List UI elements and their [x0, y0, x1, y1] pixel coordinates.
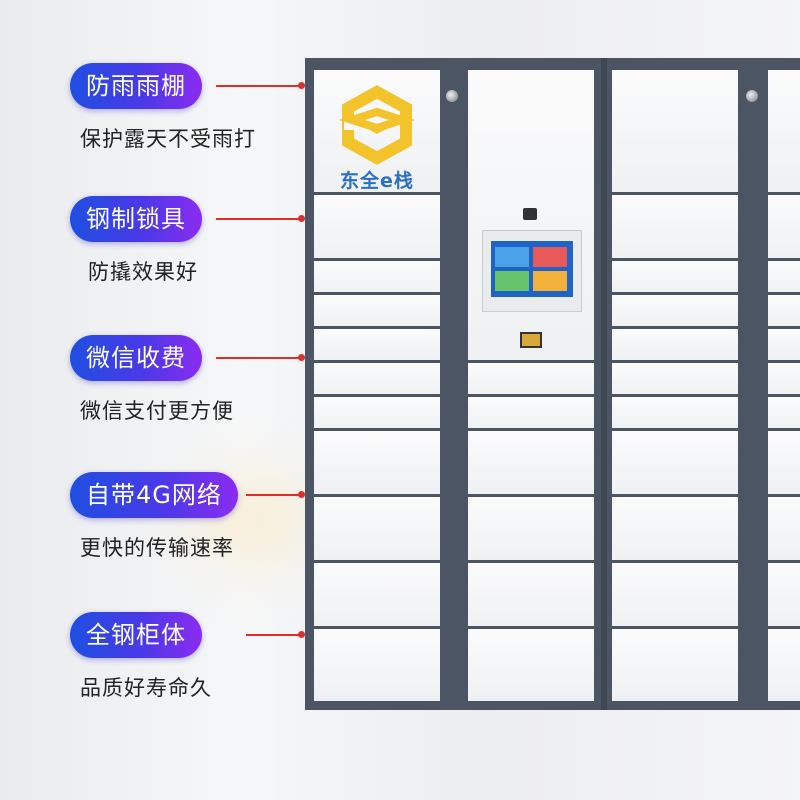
touchscreen-frame [482, 230, 582, 312]
locker-door [768, 192, 800, 261]
touchscreen[interactable] [491, 241, 573, 297]
feature-subtitle: 品质好寿命久 [80, 676, 212, 700]
feature-title-pill: 自带4G网络 [70, 472, 238, 518]
locker-door [612, 292, 738, 329]
locker-column-right [612, 70, 738, 701]
connector-dot [298, 354, 305, 361]
locker-column-edge [768, 70, 800, 701]
card-reader-icon [520, 332, 542, 348]
connector-line [216, 218, 300, 220]
feature-title-pill: 钢制锁具 [70, 196, 202, 242]
locker-door [314, 394, 440, 431]
lock-icon [446, 90, 458, 102]
brand-logo-icon [338, 85, 416, 165]
connector-line [246, 494, 300, 496]
locker-door [768, 360, 800, 397]
logo-panel: 东全e栈 [314, 70, 440, 192]
locker-door [468, 560, 594, 629]
locker-door [314, 258, 440, 295]
control-panel [468, 70, 594, 360]
locker-door [612, 360, 738, 397]
locker-door [612, 70, 738, 192]
locker-door [314, 626, 440, 701]
locker-door [314, 326, 440, 363]
screen-tile [533, 247, 567, 267]
locker-door [314, 560, 440, 629]
locker-door [314, 360, 440, 397]
screen-tile [495, 247, 529, 267]
connector-dot [298, 631, 305, 638]
locker-door [768, 258, 800, 295]
locker-door [468, 626, 594, 701]
locker-door [768, 292, 800, 329]
locker-door [768, 560, 800, 629]
camera-icon [523, 208, 537, 220]
locker-door [612, 428, 738, 497]
locker-door [468, 428, 594, 497]
locker-column-control [468, 70, 594, 701]
locker-door [612, 494, 738, 563]
lock-icon [746, 90, 758, 102]
connector-line [216, 357, 300, 359]
feature-subtitle: 更快的传输速率 [80, 536, 234, 560]
connector-line [216, 85, 300, 87]
feature-subtitle: 微信支付更方便 [80, 399, 234, 423]
brand-name: 东全e栈 [340, 170, 414, 192]
locker-door [468, 494, 594, 563]
locker-door [468, 394, 594, 431]
locker-door [768, 494, 800, 563]
locker-door [612, 394, 738, 431]
connector-dot [298, 82, 305, 89]
feature-title-pill: 微信收费 [70, 335, 202, 381]
locker-door [612, 326, 738, 363]
screen-tile [495, 271, 529, 291]
locker-door [314, 428, 440, 497]
connector-dot [298, 215, 305, 222]
locker-door [314, 494, 440, 563]
locker-door [768, 70, 800, 192]
locker-door [612, 192, 738, 261]
locker-door [612, 258, 738, 295]
cabinet-divider [601, 58, 607, 710]
connector-dot [298, 491, 305, 498]
locker-door [314, 292, 440, 329]
feature-list: 防雨雨棚 保护露天不受雨打 钢制锁具 防撬效果好 微信收费 微信支付更方便 自带… [0, 0, 310, 800]
connector-line [246, 634, 300, 636]
locker-door [612, 560, 738, 629]
locker-door [768, 428, 800, 497]
locker-door [468, 360, 594, 397]
locker-column-left: 东全e栈 [314, 70, 440, 701]
locker-door [314, 192, 440, 261]
locker-door [768, 394, 800, 431]
feature-subtitle: 保护露天不受雨打 [80, 127, 256, 151]
feature-title-pill: 防雨雨棚 [70, 63, 202, 109]
feature-title-pill: 全钢柜体 [70, 612, 202, 658]
locker-door [768, 326, 800, 363]
locker-cabinet: 东全e栈 [305, 58, 800, 710]
locker-door [612, 626, 738, 701]
screen-tile [533, 271, 567, 291]
feature-subtitle: 防撬效果好 [88, 260, 198, 284]
locker-door [768, 626, 800, 701]
